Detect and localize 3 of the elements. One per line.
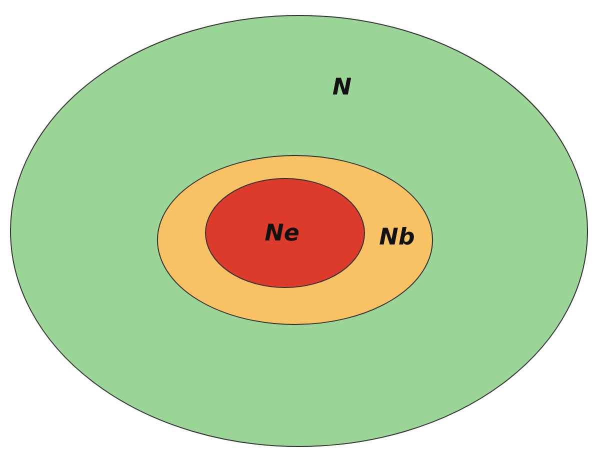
set-label: Nb: [379, 226, 415, 250]
set-label: Ne: [264, 222, 300, 246]
set-label: N: [332, 76, 352, 100]
